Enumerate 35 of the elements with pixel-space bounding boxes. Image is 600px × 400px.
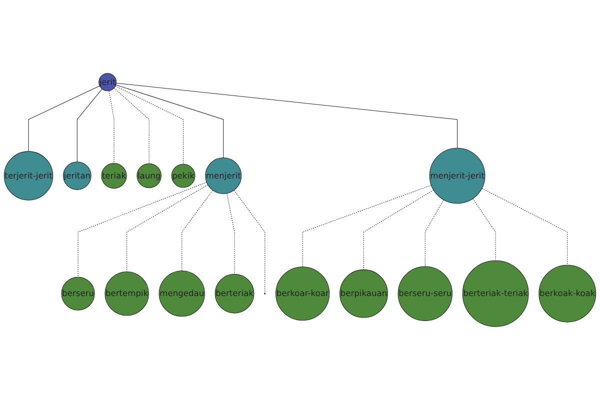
node-circle: jeritan (62, 162, 92, 190)
node-circle: berkoar-koar (276, 266, 330, 321)
connector (424, 200, 444, 267)
node-circle: teriak (101, 162, 127, 189)
node-circle: berkoak-koak (538, 264, 596, 322)
connector (115, 86, 184, 164)
connector (363, 190, 434, 270)
node-circle: mengedau (158, 270, 205, 317)
node-circle: menjerit (205, 158, 242, 194)
connector (78, 182, 207, 278)
node-circle: bertempik (104, 271, 149, 316)
connector (116, 84, 224, 158)
connector (76, 88, 102, 162)
connector (108, 90, 114, 164)
connector (482, 188, 568, 266)
connector (126, 184, 208, 272)
connector (226, 193, 235, 274)
connector (234, 190, 266, 294)
node-circle: berteriak (214, 274, 254, 314)
node-circle: berpikauan (340, 269, 388, 318)
connector (472, 198, 496, 261)
node-circle: laung (136, 163, 162, 188)
node-circle: berseru (61, 276, 95, 310)
node-circle: berteriak-teriak (462, 260, 529, 327)
node-circle: terjerit-jerit (4, 151, 54, 200)
connector (182, 190, 213, 272)
connector (302, 184, 432, 268)
node-circle: jerit (98, 73, 117, 92)
node-circle: menjerit-jerit (429, 148, 486, 204)
node-circle: pekik (171, 164, 196, 188)
node-circle: berseru-seru (398, 266, 452, 321)
connector (28, 86, 100, 152)
node-circle (264, 292, 266, 294)
connector (114, 88, 150, 164)
connector (116, 82, 458, 148)
